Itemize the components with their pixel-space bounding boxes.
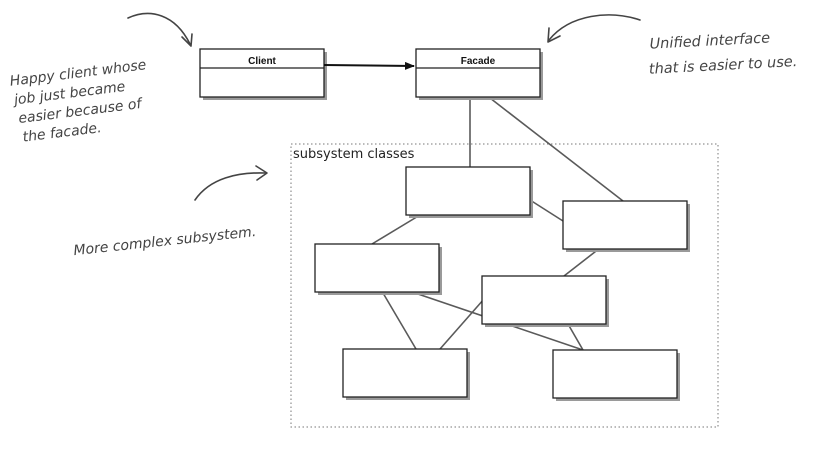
- facade-to-class2-line: [489, 97, 624, 202]
- subsystem-class-box-1: [405, 166, 533, 218]
- class4-to-class6-line: [567, 323, 584, 351]
- client-note-arrow: [127, 12, 191, 45]
- client-note: Happy client whose job just became easie…: [9, 57, 147, 145]
- class4-to-class5-line: [439, 298, 485, 350]
- subsystem-class-box-4: [481, 275, 609, 327]
- subsystem-class-box-3: [314, 243, 442, 295]
- subsystem-class-box-5: [342, 348, 470, 400]
- client-class-box: Client: [199, 48, 327, 100]
- facade-class-box: Facade: [415, 48, 543, 100]
- facade-note-arrowhead: [547, 27, 561, 43]
- subsystem-note-arrowhead: [255, 165, 268, 181]
- facade-note-arrow: [548, 14, 641, 41]
- class1-to-class2-line: [529, 199, 564, 222]
- class3-to-class5-line: [382, 292, 417, 350]
- subsystem-class-box-6: [552, 349, 680, 401]
- facade-note-line-2: that is easier to use.: [649, 54, 798, 78]
- subsystem-connections: [371, 97, 624, 351]
- facade-note: Unified interface that is easier to use.: [649, 30, 798, 78]
- facade-class-name: Facade: [461, 56, 496, 67]
- subsystem-note-text: More complex subsystem.: [73, 224, 257, 259]
- subsystem-boundary: [290, 143, 719, 428]
- client-note-arrowhead: [181, 33, 193, 47]
- facade-note-line-1: Unified interface: [649, 30, 770, 52]
- subsystem-class-box-2: [562, 200, 690, 252]
- client-to-facade-arrow: [323, 61, 415, 70]
- client-class-name: Client: [248, 56, 276, 67]
- class1-to-class3-line: [371, 214, 421, 245]
- subsystem-note-arrow: [194, 172, 267, 201]
- class2-to-class4-line: [563, 247, 601, 277]
- subsystem-label: subsystem classes: [293, 147, 415, 162]
- subsystem-note: More complex subsystem.: [73, 224, 257, 259]
